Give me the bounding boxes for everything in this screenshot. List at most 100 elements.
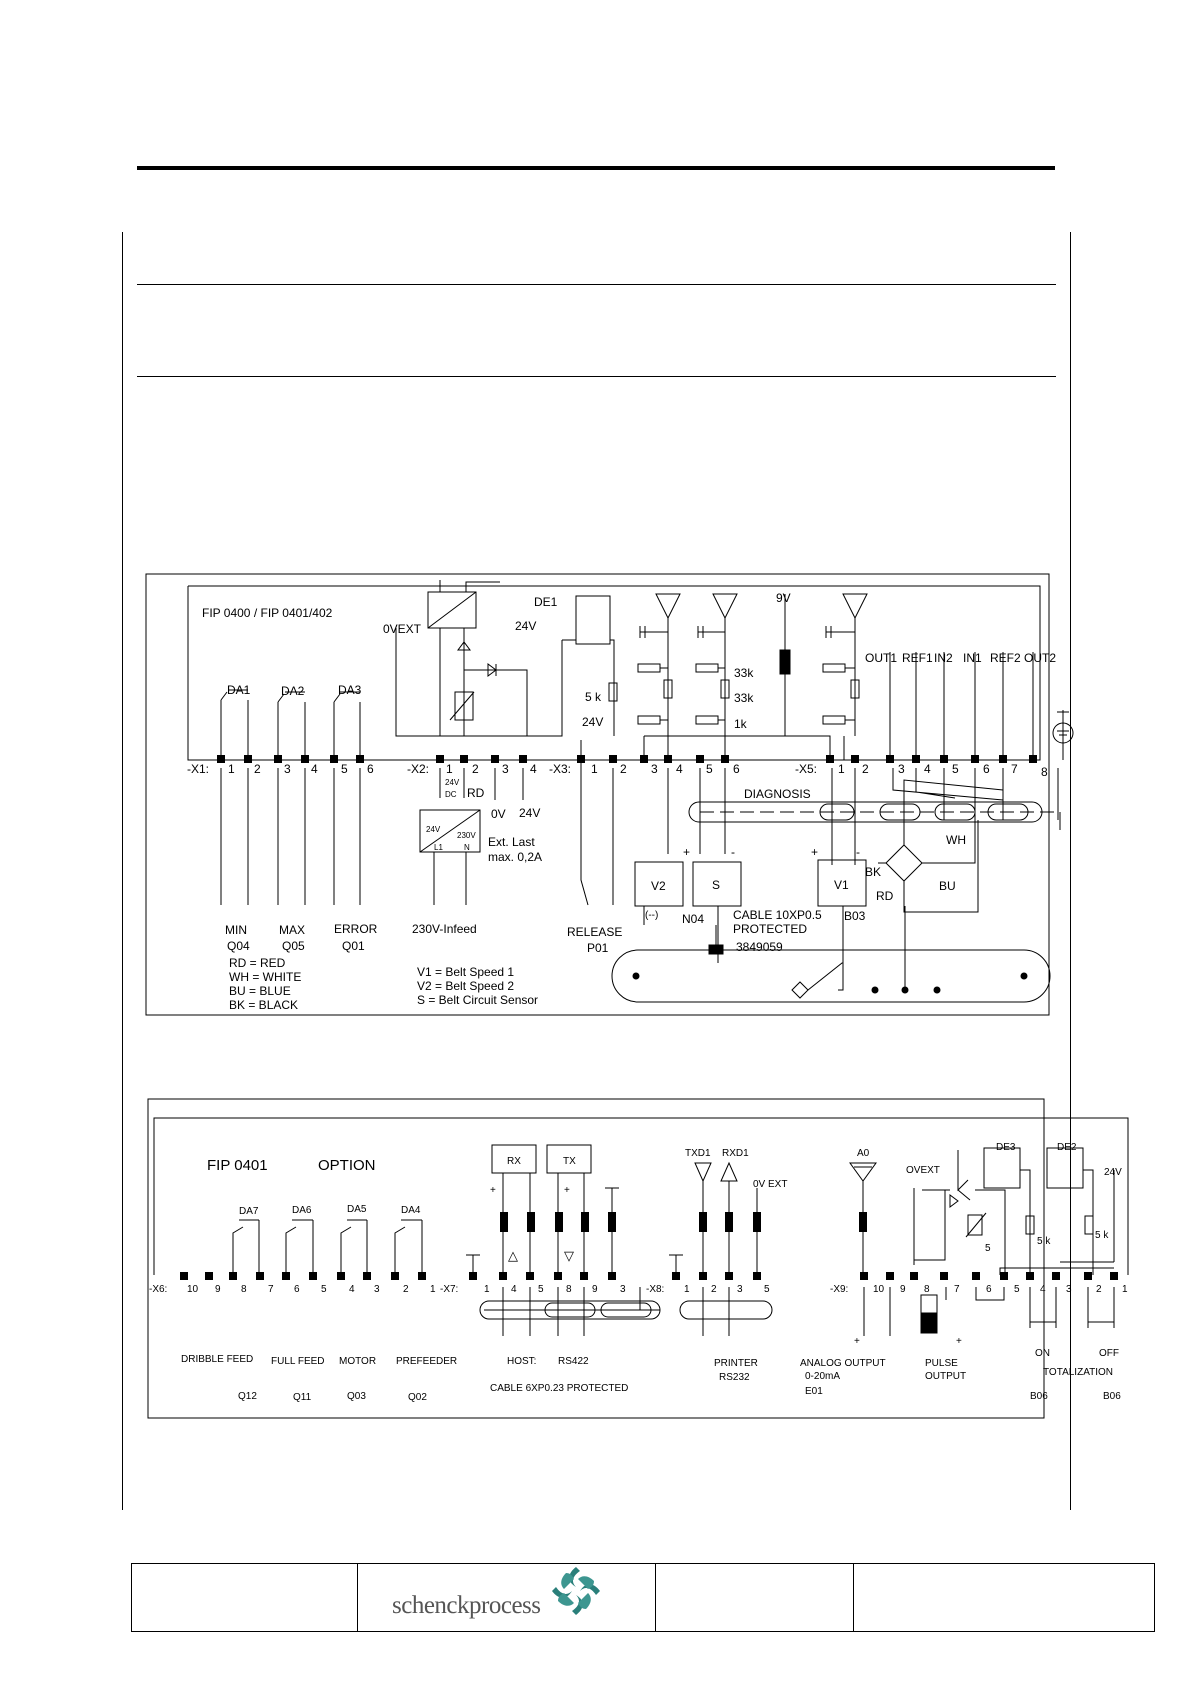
label-da7: DA7 [239,1206,259,1217]
label-pot-5: 5 [985,1243,991,1254]
x6-pin-9: 9 [215,1284,221,1295]
x3-pin-2: 2 [620,762,627,776]
label-rd: RD [467,786,485,800]
x7-pin-4: 4 [511,1284,517,1295]
footer-cell-4 [853,1563,1155,1632]
label-max-current: max. 0,2A [488,850,542,864]
right-margin-line [1070,232,1071,1510]
label-bu: BU [939,879,956,893]
connector-x7: -X7: [440,1284,458,1295]
legend-bk: BK = BLACK [229,998,298,1012]
x1-pin-5: 5 [341,762,348,776]
x1-pin-6: 6 [367,762,374,776]
x7-pin-3: 3 [620,1284,626,1295]
label-error: ERROR [334,922,378,936]
x9-pin-9: 9 [900,1284,906,1295]
label-n04: N04 [682,912,704,926]
label-de2: DE2 [1057,1142,1077,1153]
label-cable: CABLE 10XP0.5 [733,908,822,922]
x6-pin-10: 10 [187,1284,199,1295]
connector-x3: -X3: [549,762,571,776]
ps-in-230v: 230V [457,831,476,840]
label-host: HOST: [507,1356,536,1367]
x6-pin-3: 3 [374,1284,380,1295]
x6-pin-7: 7 [268,1284,274,1295]
label-33k-b: 33k [734,691,754,705]
x6-pin-5: 5 [321,1284,327,1295]
x5-pin-3: 3 [898,762,905,776]
x2-pin-2: 2 [472,762,479,776]
company-logo-text: schenckprocess [392,1592,541,1619]
x5-pin-1: 1 [838,762,845,776]
x6-pin-2: 2 [403,1284,409,1295]
connector-x2: -X2: [407,762,429,776]
label-motor: MOTOR [339,1356,376,1367]
company-logo-icon [552,1567,600,1615]
label-pulse-output: OUTPUT [925,1371,966,1382]
x9-pin-3: 3 [1066,1284,1072,1295]
x7-pin-1: 1 [484,1284,490,1295]
x2-pin-4: 4 [530,762,537,776]
x9-pin-10: 10 [873,1284,885,1295]
x6-pin-8: 8 [241,1284,247,1295]
label-in1: IN1 [963,651,982,665]
label-out1: OUT1 [865,651,897,665]
label-da6: DA6 [292,1205,312,1216]
header-rule [137,166,1055,170]
label-a0: A0 [857,1148,870,1159]
label-infeed: 230V-Infeed [412,922,477,936]
analog-plus: + [854,1336,860,1347]
tx-plus: + [564,1185,570,1196]
x8-pin-1: 1 [684,1284,690,1295]
box-v2-sub: (--) [645,910,658,921]
label-b03: B03 [844,909,866,923]
x3-pin-1: 1 [591,762,598,776]
label-release: RELEASE [567,925,622,939]
model-label: FIP 0400 / FIP 0401/402 [202,606,333,620]
rx-plus: + [490,1185,496,1196]
legend-v1: V1 = Belt Speed 1 [417,965,514,979]
x9-pin-7: 7 [954,1284,960,1295]
x7-pin-8: 8 [566,1284,572,1295]
connector-x8: -X8: [646,1284,664,1295]
label-rxd1: RXD1 [722,1148,749,1159]
x3-pin-3: 3 [651,762,658,776]
label-b06-on: B06 [1030,1391,1048,1402]
label-pulse: PULSE [925,1358,958,1369]
x1-pin-4: 4 [311,762,318,776]
x6-pin-4: 4 [349,1284,355,1295]
x9-pin-6: 6 [986,1284,992,1295]
label-ref2: REF2 [990,651,1021,665]
legend-wh: WH = WHITE [229,970,301,984]
v1-minus: - [856,845,860,859]
label-analog-output: ANALOG OUTPUT [800,1358,886,1369]
label-rd-bridge: RD [876,889,894,903]
label-24v-load: 24V [519,806,540,820]
connector-x5: -X5: [795,762,817,776]
label-totalization: TOTALIZATION [1043,1367,1113,1378]
section-rule-top [137,284,1056,285]
label-q12: Q12 [238,1391,257,1402]
x3-pin-5: 5 [706,762,713,776]
label-q11: Q11 [293,1392,312,1403]
label-5k-b: 5 k [1095,1230,1109,1241]
diagram2-board [153,1117,1129,1275]
x3-pin-6: 6 [733,762,740,776]
label-da2: DA2 [281,684,305,698]
x1-pin-1: 1 [228,762,235,776]
legend-s: S = Belt Circuit Sensor [417,993,538,1007]
label-full-feed: FULL FEED [271,1356,325,1367]
label-printer: PRINTER [714,1358,758,1369]
x6-pin-1: 1 [430,1284,436,1295]
x8-pin-5: 5 [764,1284,770,1295]
label-max: MAX [279,923,305,937]
diagram1-terminals [217,755,1037,763]
ps-in-24v: 24V [426,825,441,834]
label-24v: 24V [515,619,536,633]
v2-minus: - [731,845,735,859]
label-wh: WH [946,833,966,847]
x2-pin-1: 1 [446,762,453,776]
x9-pin-5: 5 [1014,1284,1020,1295]
label-bk: BK [865,865,881,879]
x5-pin-5: 5 [952,762,959,776]
